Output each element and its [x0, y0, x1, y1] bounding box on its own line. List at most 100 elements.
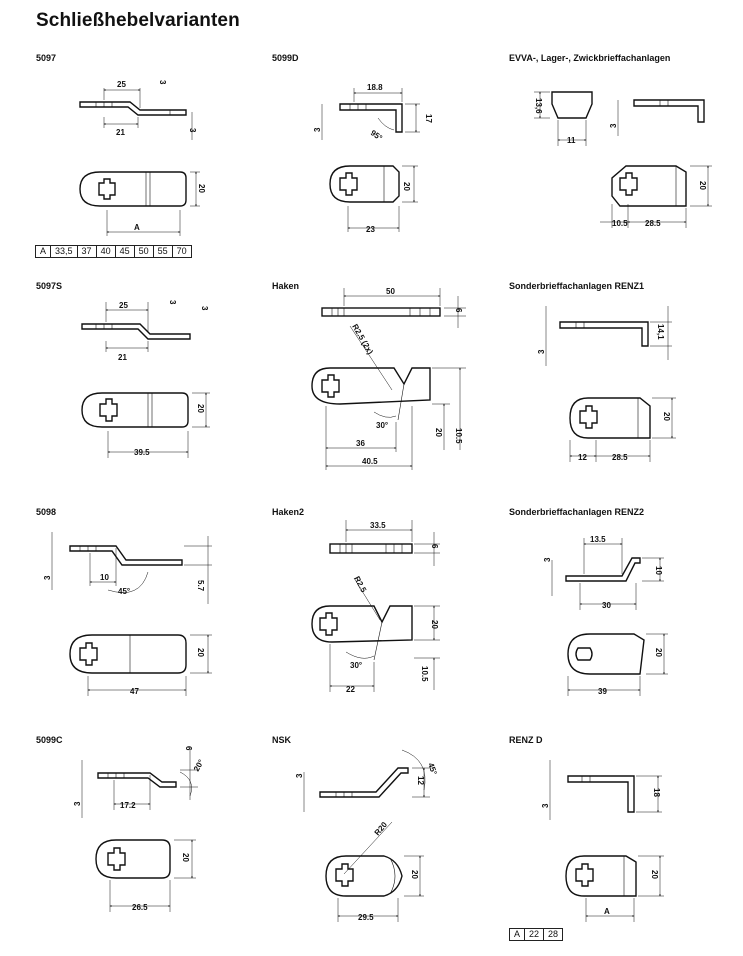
drawing-5099c: 6 20° 3 17.2 20 26.5	[73, 746, 206, 912]
dim-label: 13.5	[590, 535, 606, 544]
lever-side-view	[97, 772, 177, 788]
drawing-5097s: 25 3 3 21 20 39.5	[81, 300, 210, 458]
dim-label: 12	[416, 776, 425, 785]
dim-label: 23	[366, 225, 375, 234]
dim-label: 10	[654, 566, 663, 575]
dim-label: 50	[386, 287, 395, 296]
dim-label: A	[134, 223, 140, 232]
dim-label: 45°	[426, 762, 439, 776]
drawing-5097: 25 3 21 3 20 A	[79, 80, 206, 236]
lever-top-view	[569, 397, 651, 439]
dim-label: 3	[537, 349, 546, 354]
drawing-nsk: 3 45° 12 R20 20 29.5	[295, 749, 439, 922]
lever-top-view	[565, 855, 637, 897]
dim-label: 3	[541, 803, 550, 808]
table-header-cell: A	[508, 928, 526, 941]
table-cell: 40	[95, 245, 116, 258]
dim-label: 18.8	[367, 83, 383, 92]
dim-label: 36	[356, 439, 365, 448]
dim-label: 20	[654, 648, 663, 657]
dim-label: 21	[118, 353, 127, 362]
dim-label: 3	[543, 557, 552, 562]
table-cell: 28	[543, 928, 564, 941]
dim-label: 20	[402, 182, 411, 191]
dim-label: 30°	[350, 661, 362, 670]
lever-side-view	[565, 557, 641, 582]
lever-side-view	[319, 767, 409, 798]
variant-title-5097s: 5097S	[36, 281, 63, 291]
lever-top-view	[79, 171, 187, 207]
drawing-evva: 13,6 11 3 20 10.5 28.5	[534, 91, 712, 228]
lever-top-view	[95, 839, 171, 879]
dim-label: 28.5	[612, 453, 628, 462]
drawing-renz1: 3 14,1 20 12 28.5	[537, 306, 676, 462]
dim-label: 6	[430, 544, 439, 549]
drawing-haken2: 33.5 6 R2.5 30° 20 10.5 22	[311, 520, 440, 694]
dim-label: 20	[197, 184, 206, 193]
table-cell: 55	[152, 245, 173, 258]
hook-top-view	[311, 605, 413, 643]
lever-side-view	[69, 545, 183, 566]
dim-label: 28.5	[645, 219, 661, 228]
dim-label: 20	[434, 428, 443, 437]
dim-label: 10.5	[612, 219, 628, 228]
dim-label: 20	[650, 870, 659, 879]
keyhole	[335, 863, 354, 887]
keyhole	[98, 178, 116, 200]
drawing-5099d: 18.8 3 95° 17 20 23	[313, 83, 433, 234]
dim-label: 14,1	[656, 324, 665, 340]
dim-label: 45°	[118, 587, 130, 596]
variant-title-renz2: Sonderbrieffachanlagen RENZ2	[509, 507, 645, 517]
dim-label: R20	[373, 820, 390, 837]
variant-title-5099c: 5099C	[36, 735, 63, 745]
dim-label: 6	[454, 308, 463, 313]
dim-label: 17.2	[120, 801, 136, 810]
hook-side-view	[321, 307, 441, 317]
keyhole	[107, 847, 126, 871]
dim-label: 3	[188, 128, 197, 133]
variant-title-renzd: RENZ D	[509, 735, 543, 745]
lever-side-view	[633, 99, 705, 123]
dim-label: 3	[158, 80, 167, 85]
keyhole	[99, 398, 118, 422]
dimension-table-5097: A 33,5 37 40 45 50 55 70	[34, 245, 192, 258]
dim-label: 22	[346, 685, 355, 694]
table-cell: 37	[76, 245, 97, 258]
dim-label: 6	[184, 746, 193, 751]
variant-title-5097: 5097	[36, 53, 57, 63]
table-header-cell: A	[34, 245, 52, 258]
dim-label: 13,6	[534, 98, 543, 114]
keyhole	[321, 374, 340, 398]
lever-top-view	[567, 633, 645, 675]
variant-title-haken: Haken	[272, 281, 300, 291]
dim-label: 20	[698, 181, 707, 190]
table-row: A 33,5 37 40 45 50 55 70	[34, 245, 192, 258]
dim-label: 20	[662, 412, 671, 421]
dim-label: R2.5	[352, 575, 368, 595]
table-row: A 22 28	[508, 928, 564, 941]
hook-side-view	[329, 543, 413, 554]
dim-label: A	[604, 907, 610, 916]
table-cell: 70	[171, 245, 192, 258]
dim-label: 20	[430, 620, 439, 629]
dim-label: 20°	[192, 758, 206, 773]
dimension-table-renzd: A 22 28	[508, 928, 564, 941]
lever-top-view	[329, 165, 400, 203]
dim-label: 18	[652, 788, 661, 797]
dim-label: 20	[181, 853, 190, 862]
lever-side-view	[567, 775, 635, 813]
keyhole	[579, 405, 598, 429]
dim-label: 3	[168, 300, 177, 305]
lever-top-view	[69, 634, 187, 674]
dim-label: 29.5	[358, 913, 374, 922]
variant-title-evva: EVVA-, Lager-, Zwickbrieffachanlagen	[509, 53, 671, 63]
drawing-renz2: 13.5 3 10 30 20 39	[543, 535, 668, 696]
lever-top-view	[611, 165, 687, 207]
keyhole	[79, 642, 98, 666]
drawing-haken: 50 6 R2.5 (2x) 30° 20 10.5 36 40.5	[311, 287, 466, 470]
dim-label: 3	[295, 773, 304, 778]
drawing-renzd: 3 18 20 A	[541, 760, 664, 922]
dim-label: 47	[130, 687, 139, 696]
dim-label: 10	[100, 573, 109, 582]
slot	[575, 647, 593, 661]
